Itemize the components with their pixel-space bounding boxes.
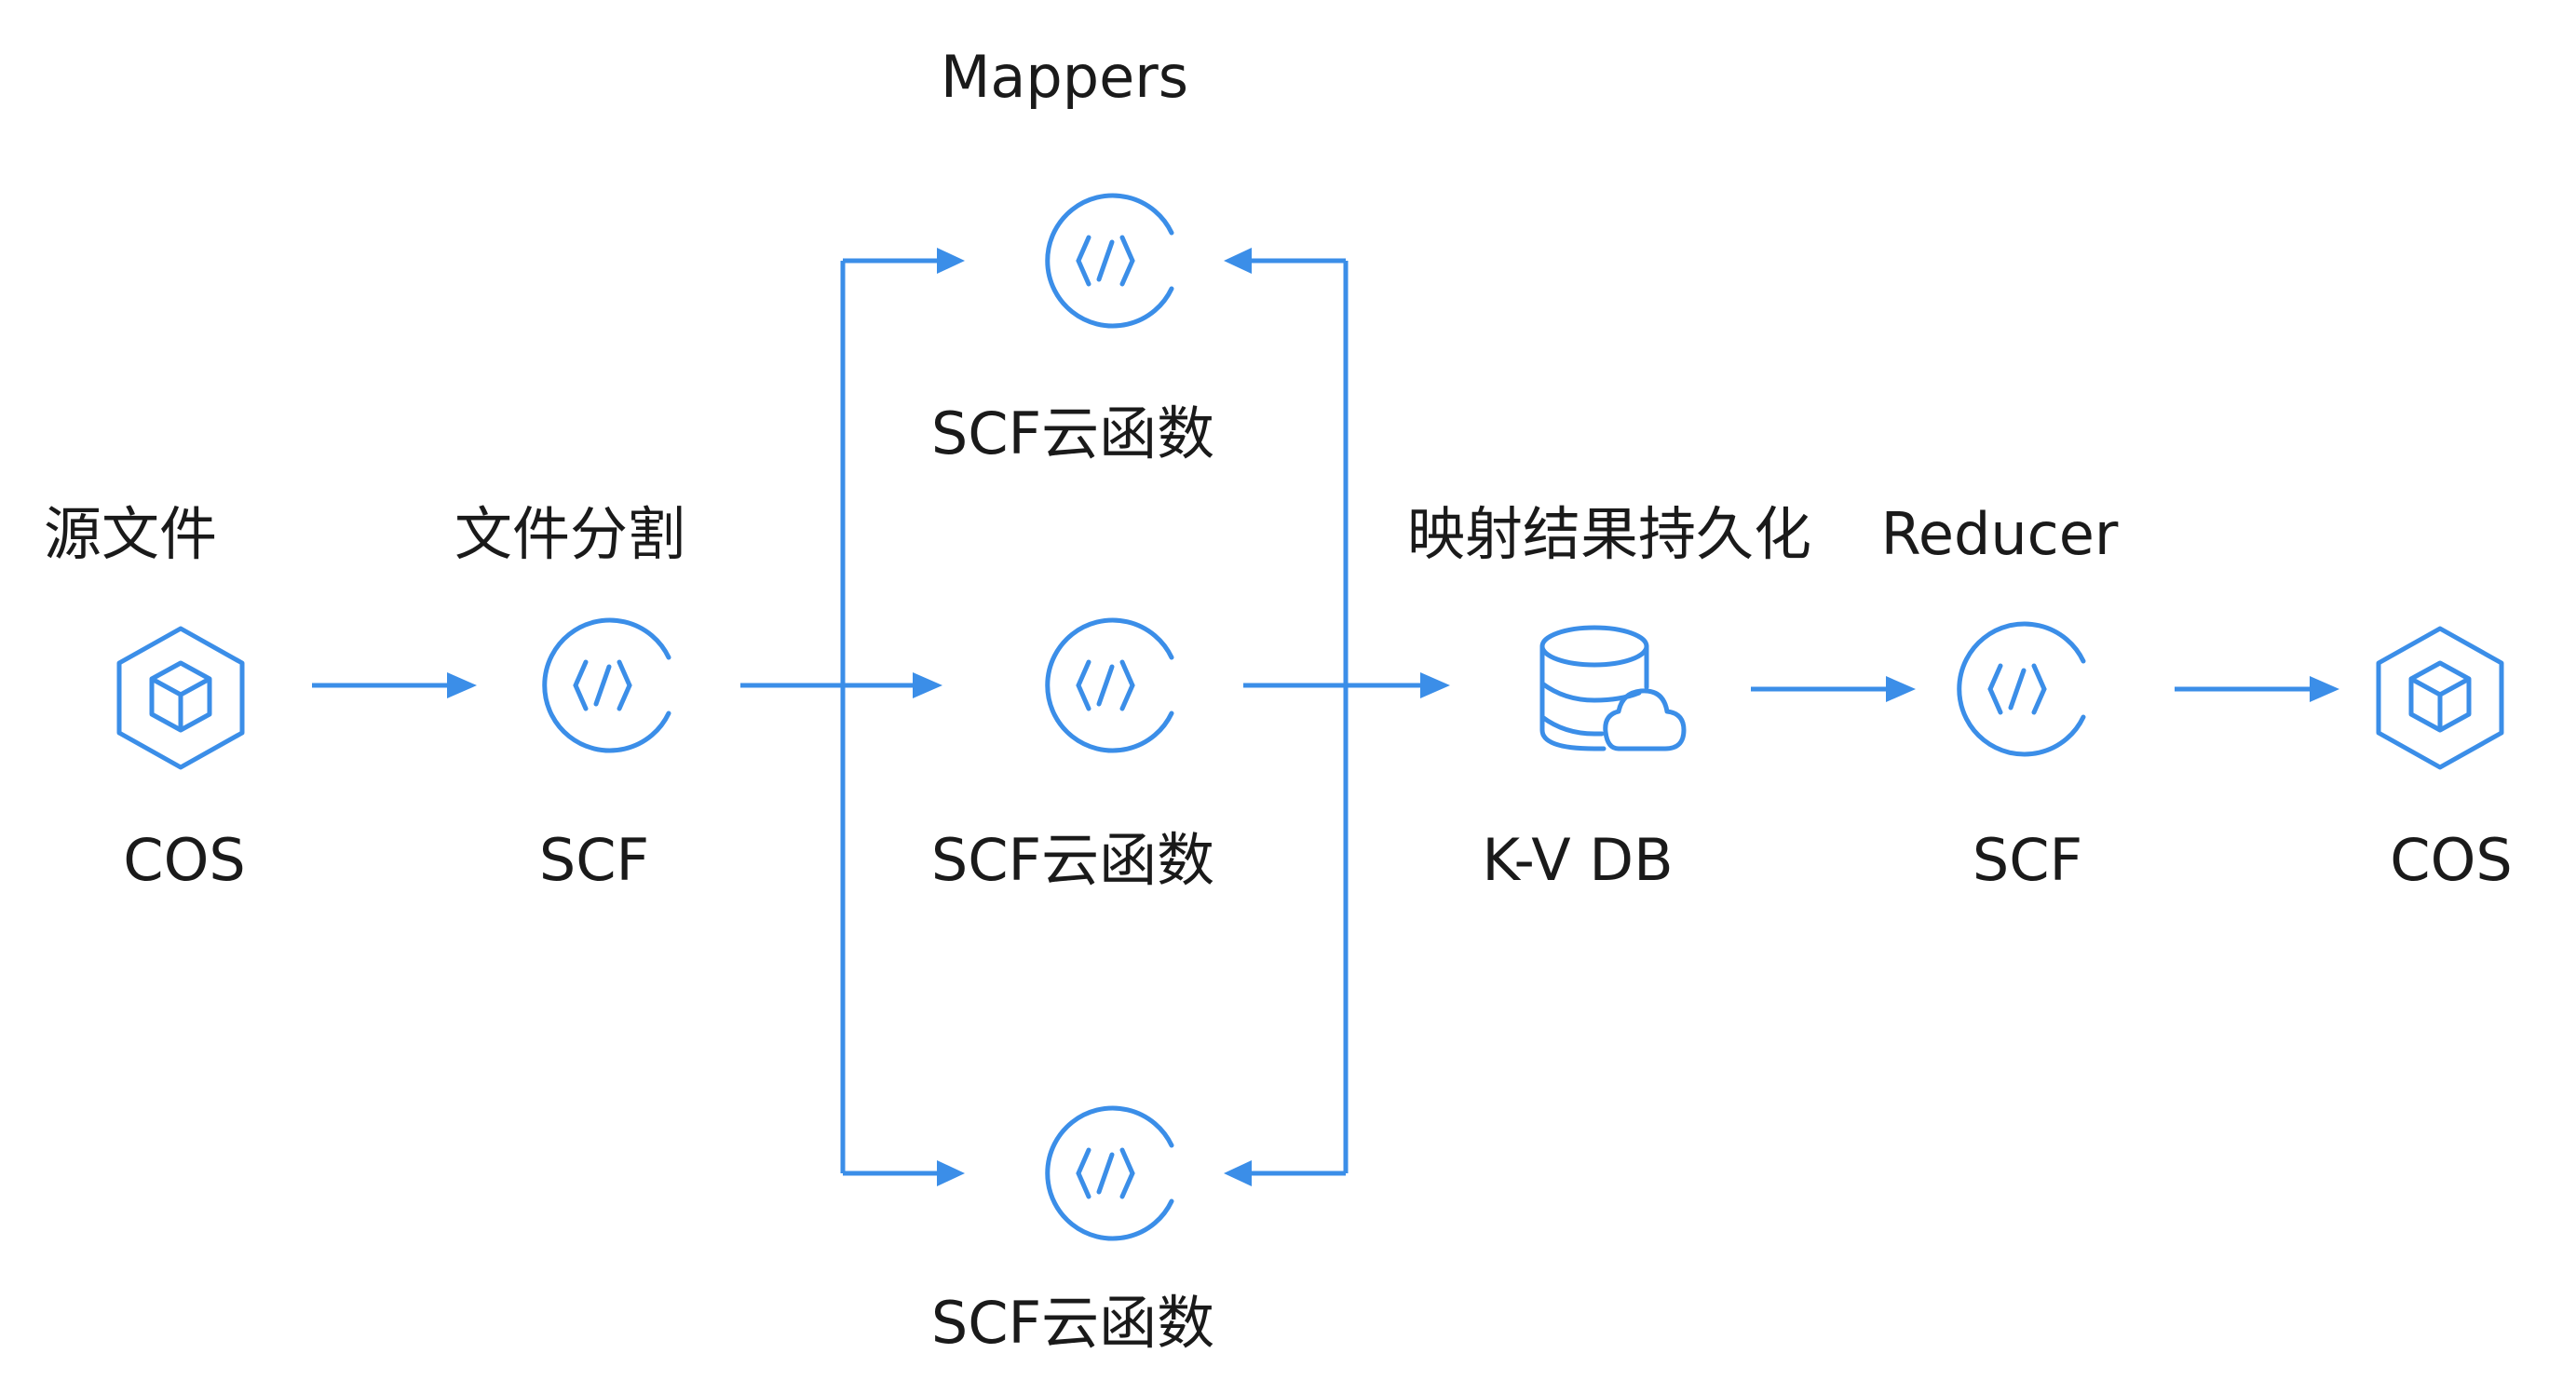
mapper-bottom-label: SCF云函数: [930, 1289, 1215, 1357]
code-function-icon: [542, 617, 671, 753]
code-function-icon: [1045, 1105, 1174, 1241]
kvdb-label: K-V DB: [1482, 826, 1674, 894]
split-caption: 文件分割: [454, 500, 686, 568]
code-function-icon: [1957, 621, 2086, 757]
reducer-label: SCF: [1972, 826, 2083, 894]
target-label: COS: [2390, 826, 2513, 894]
mapper-top-label: SCF云函数: [930, 399, 1215, 467]
split-label: SCF: [538, 826, 650, 894]
cos-cube-icon: [2376, 626, 2504, 770]
source-caption: 源文件: [43, 500, 218, 568]
database-cloud-icon: [1539, 625, 1687, 751]
cos-cube-icon: [116, 626, 245, 770]
code-function-icon: [1045, 617, 1174, 753]
code-function-icon: [1045, 193, 1174, 329]
mappers-caption: Mappers: [940, 43, 1189, 111]
mapper-mid-label: SCF云函数: [930, 826, 1215, 894]
reducer-caption: Reducer: [1880, 500, 2119, 568]
persist-caption: 映射结果持久化: [1406, 500, 1812, 568]
source-label: COS: [123, 826, 246, 894]
